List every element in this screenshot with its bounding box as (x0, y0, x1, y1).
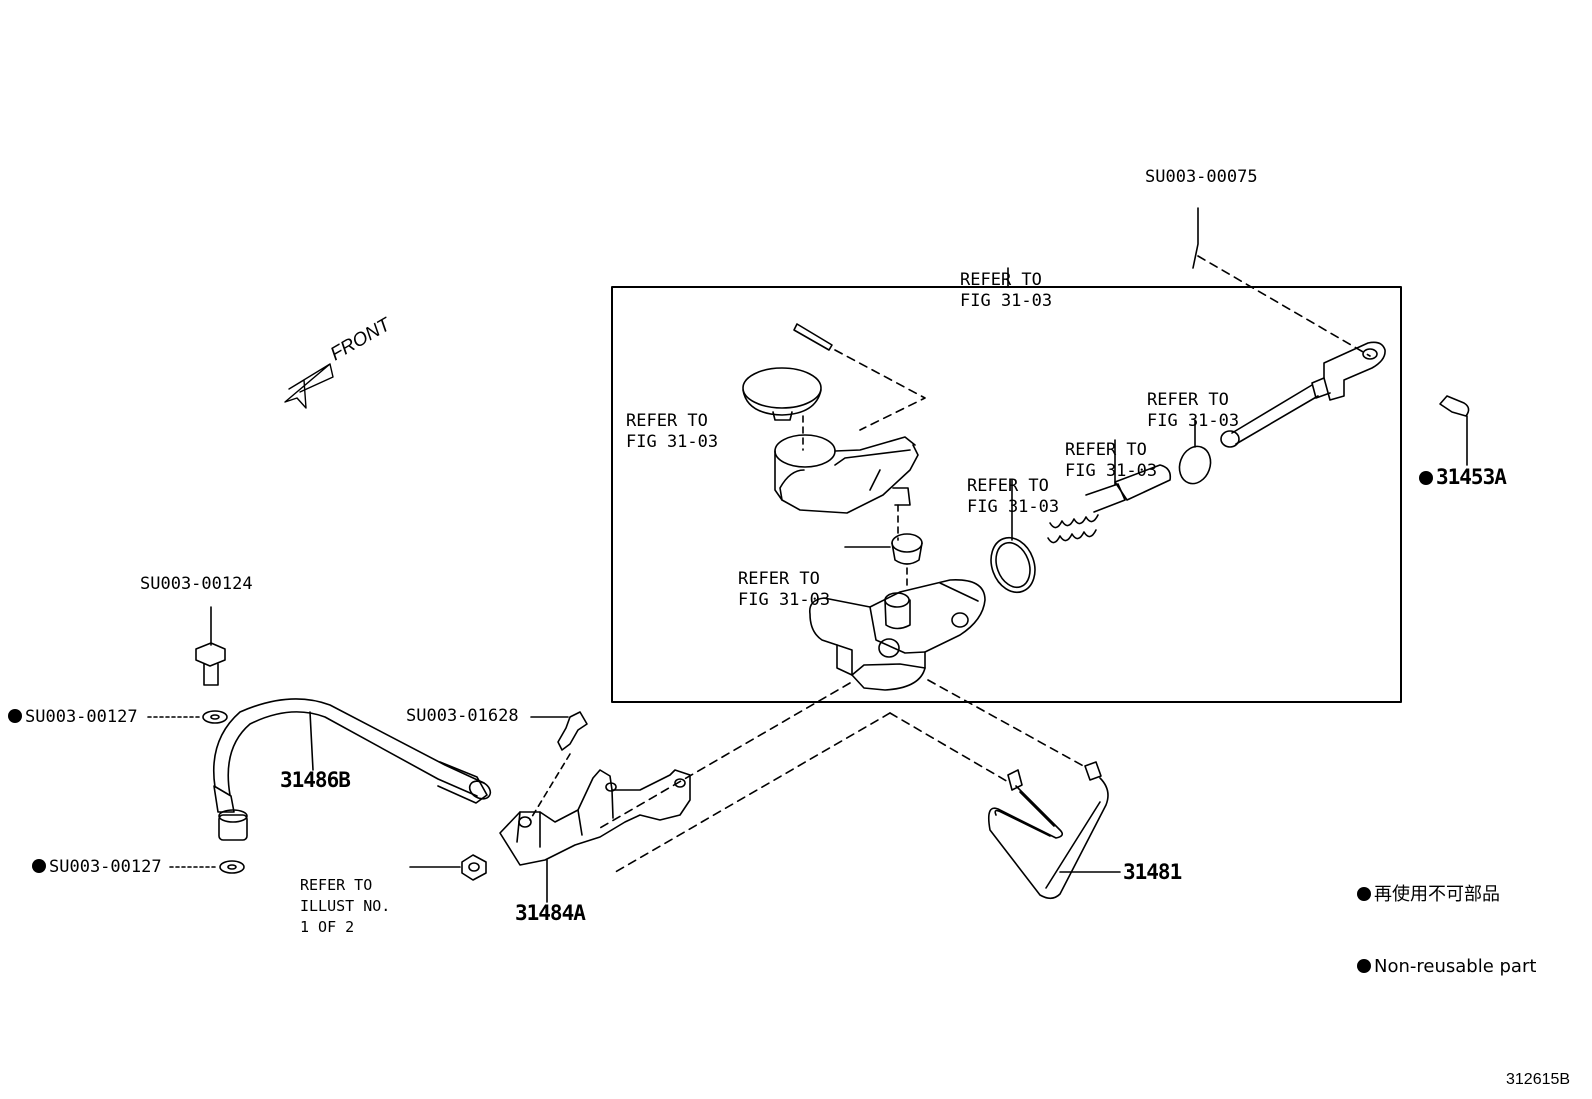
grommet (844, 533, 923, 565)
bolt-su003-00124 (195, 606, 226, 686)
legend: 再使用不可部品 Non-reusable part (1357, 835, 1536, 1003)
part-su003-00124: SU003-00124 (140, 574, 253, 594)
mount-dash-3 (889, 712, 1011, 784)
non-reusable-dot-icon (32, 859, 46, 873)
non-reusable-dot-icon (8, 709, 22, 723)
part-31486b: 31486B (280, 768, 351, 792)
washer-lower (219, 860, 245, 874)
figure-number: 312615B (1506, 1071, 1571, 1088)
o-ring (990, 479, 1036, 594)
legend-line-en: Non-reusable part (1357, 955, 1536, 979)
reservoir (774, 434, 919, 514)
pin-31453a (1439, 395, 1470, 466)
clip-su003-01628 (530, 711, 588, 751)
assembly-box (611, 286, 1402, 703)
part-su003-00127-upper: SU003-00127 (8, 707, 138, 728)
bracket-31484a (499, 769, 691, 903)
hose-31486b (212, 698, 492, 841)
part-su003-00127-lower: SU003-00127 (32, 857, 162, 878)
outlet-dash (927, 679, 1088, 769)
tube-31481 (987, 761, 1121, 900)
mount-dash-1 (599, 682, 851, 829)
hose-fitting (218, 814, 248, 841)
piston-assembly (1047, 439, 1172, 544)
part-31453a: 31453A (1419, 465, 1507, 489)
mount-dash-2 (611, 712, 891, 875)
reservoir-cap (742, 367, 822, 421)
part-su003-01628: SU003-01628 (406, 706, 519, 726)
snap-ring (1178, 419, 1212, 485)
reservoir-pin (793, 323, 833, 351)
part-31481: 31481 (1123, 860, 1182, 884)
washer-upper (202, 710, 228, 724)
su003-00075-leader (1192, 207, 1199, 269)
front-arrow-icon (284, 363, 334, 409)
non-reusable-dot-icon (1419, 471, 1433, 485)
part-31484a: 31484A (515, 901, 586, 925)
clevis-pin-dash (1197, 255, 1371, 357)
non-reusable-dot-icon (1357, 887, 1371, 901)
non-reusable-dot-icon (1357, 959, 1371, 973)
flange-nut (409, 854, 487, 881)
master-cylinder-body (808, 579, 986, 691)
push-rod (1220, 341, 1386, 448)
legend-line-jp: 再使用不可部品 (1357, 883, 1536, 907)
part-su003-00075: SU003-00075 (1145, 167, 1258, 187)
pin-dash (834, 349, 926, 431)
